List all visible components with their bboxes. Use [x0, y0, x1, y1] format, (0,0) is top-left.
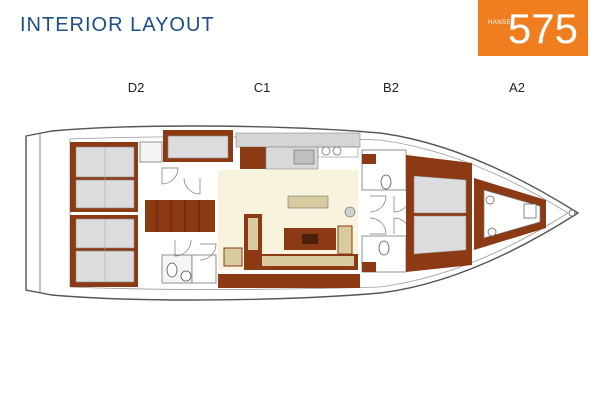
toilet-icon-fwd-port: [380, 174, 392, 190]
saloon-table: [284, 228, 336, 250]
cabin-c1-port: [163, 130, 233, 162]
door-swings-aft: [161, 167, 217, 261]
toilet-icon: [166, 262, 178, 278]
page-title: INTERIOR LAYOUT: [20, 14, 215, 36]
bow-fitting-icon: [568, 209, 576, 217]
nav-seat-icon: [344, 206, 356, 218]
aft-cabin-starboard: [70, 215, 138, 287]
aft-head-shower: [191, 254, 217, 284]
zone-label-c1: C1: [253, 80, 271, 95]
companionway-steps: [145, 200, 215, 232]
model-number: 575: [507, 5, 578, 52]
saloon-armchair: [223, 247, 243, 267]
toilet-icon-fwd-starboard: [378, 240, 390, 256]
zone-label-a2: A2: [509, 80, 525, 95]
zone-label-b2: B2: [383, 80, 399, 95]
aft-head-port: [139, 141, 163, 163]
galley: [235, 132, 361, 170]
cabin-b2: [406, 155, 472, 272]
aft-head-basin-icon: [180, 270, 192, 282]
zone-label-d2: D2: [127, 80, 145, 95]
sink-icon: [321, 146, 331, 156]
saloon-settee: [244, 214, 358, 270]
model-badge: HANSE 575: [478, 0, 588, 56]
stove-icon: [293, 149, 315, 165]
starboard-sideboard: [218, 274, 360, 288]
aft-cabin-port: [70, 142, 138, 212]
brand-label: HANSE: [488, 20, 512, 26]
nav-station: [287, 195, 329, 209]
forepeak-basin-icon: [485, 195, 495, 205]
cabin-a2: [474, 178, 546, 250]
